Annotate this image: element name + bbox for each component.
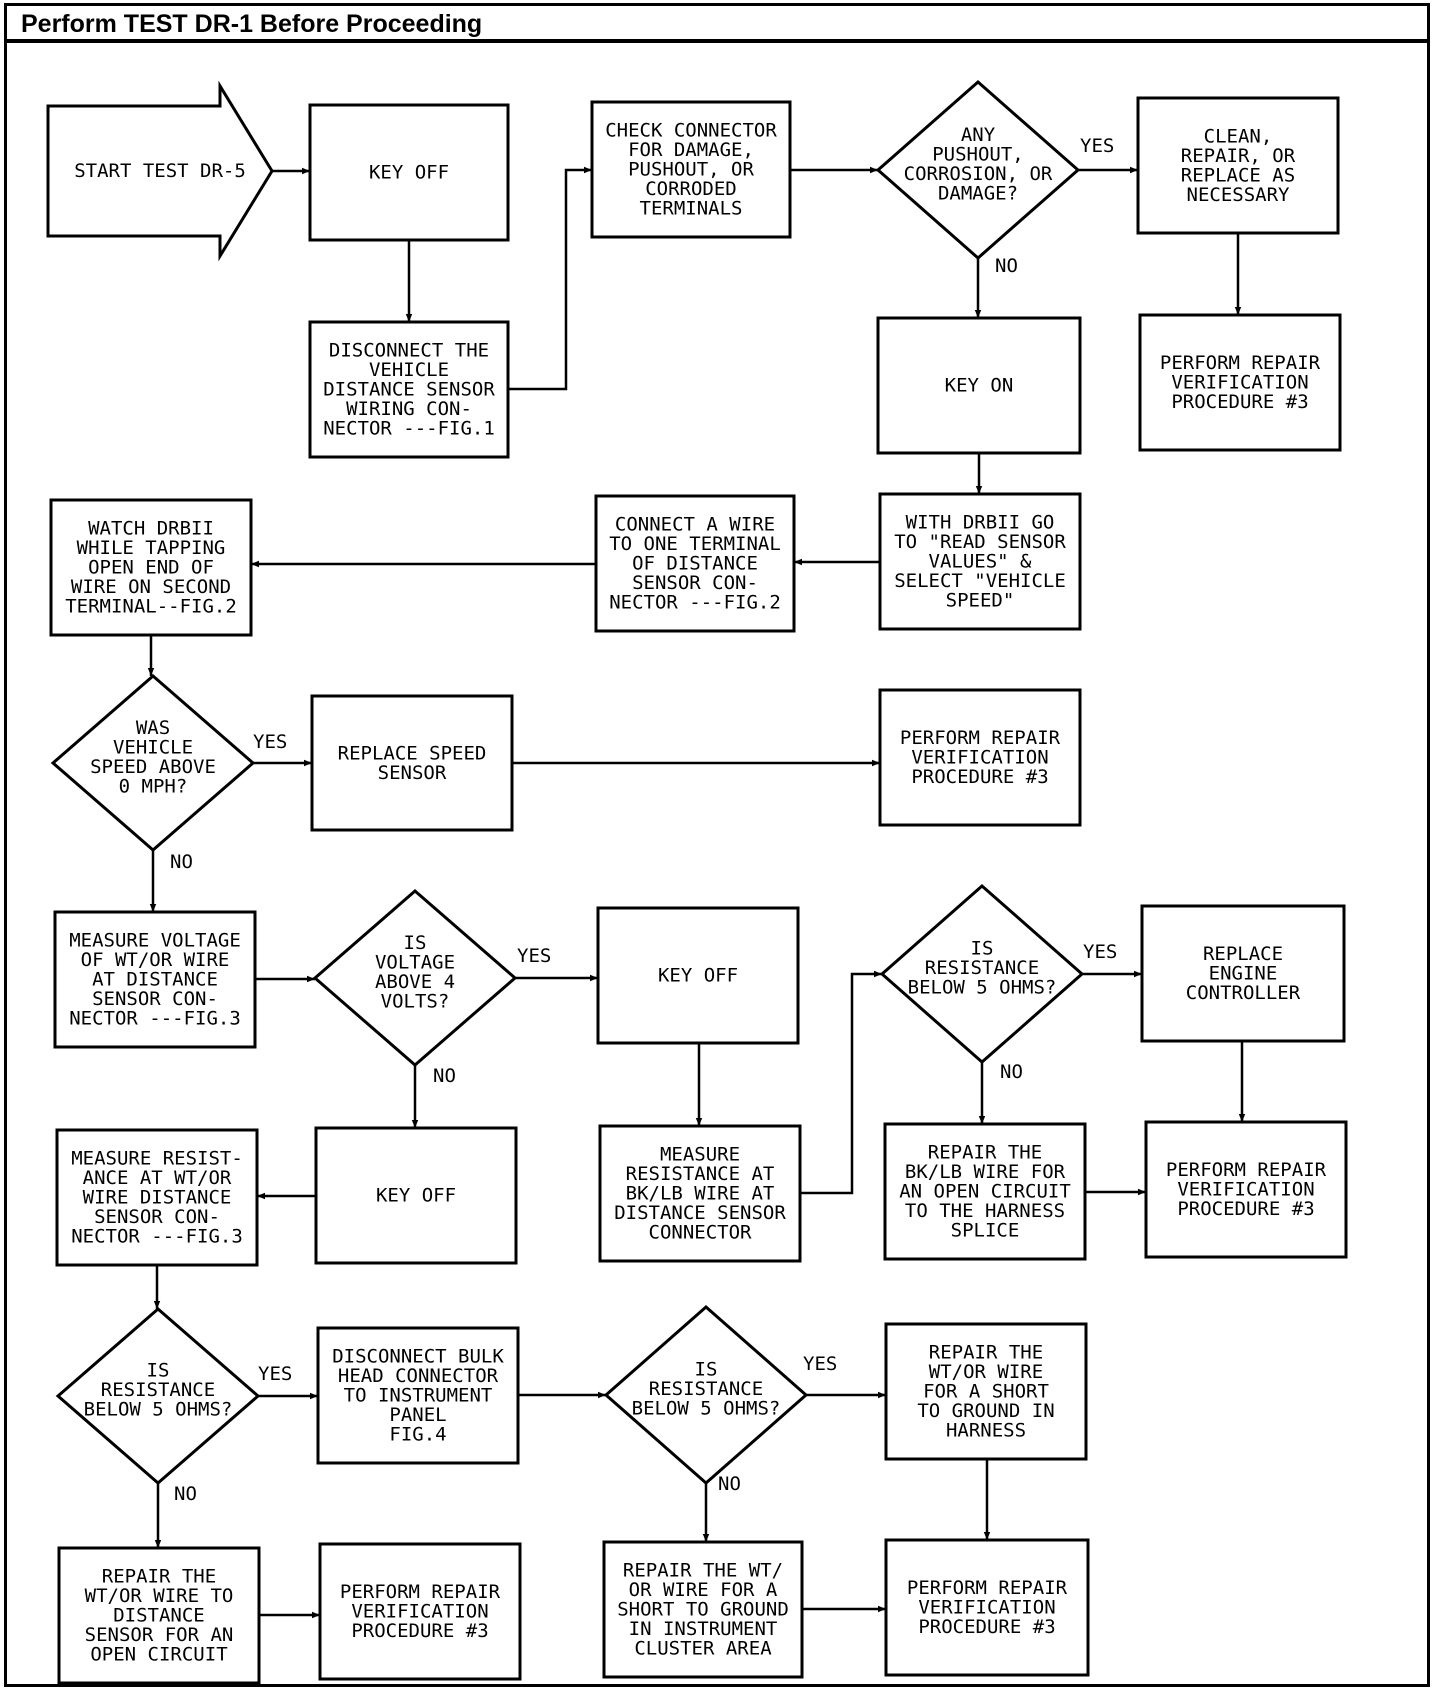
start-arrow: START TEST DR-5 bbox=[46, 80, 274, 262]
label-no-pushout: NO bbox=[995, 255, 1018, 277]
label-no-resistance1: NO bbox=[1000, 1061, 1023, 1083]
key-off-box-3: KEY OFF bbox=[314, 1126, 518, 1265]
label-yes-voltage: YES bbox=[517, 945, 551, 967]
key-off-box-2: KEY OFF bbox=[596, 906, 800, 1045]
connector-disconnect-to-check bbox=[508, 166, 592, 391]
key-off-box-1: KEY OFF bbox=[308, 103, 510, 242]
key-off-box-1-text: KEY OFF bbox=[369, 162, 449, 184]
label-yes-pushout: YES bbox=[1080, 135, 1114, 157]
connector-measure-to-resistance1 bbox=[800, 970, 882, 1195]
label-no-speed: NO bbox=[170, 851, 193, 873]
label-yes-resistance2: YES bbox=[258, 1363, 292, 1385]
key-off-box-3-text: KEY OFF bbox=[376, 1185, 456, 1207]
key-on-box: KEY ON bbox=[876, 316, 1082, 455]
label-yes-resistance3: YES bbox=[803, 1353, 837, 1375]
key-on-box-text: KEY ON bbox=[945, 375, 1014, 397]
start-arrow-text: START TEST DR-5 bbox=[74, 160, 246, 182]
label-no-resistance2: NO bbox=[174, 1483, 197, 1505]
label-yes-speed: YES bbox=[253, 731, 287, 753]
page-title: Perform TEST DR-1 Before Proceeding bbox=[21, 10, 483, 38]
label-no-voltage: NO bbox=[433, 1065, 456, 1087]
title-bar: Perform TEST DR-1 Before Proceeding bbox=[4, 3, 1430, 43]
label-yes-resistance1: YES bbox=[1083, 941, 1117, 963]
label-no-resistance3: NO bbox=[718, 1473, 741, 1495]
key-off-box-2-text: KEY OFF bbox=[658, 965, 738, 987]
